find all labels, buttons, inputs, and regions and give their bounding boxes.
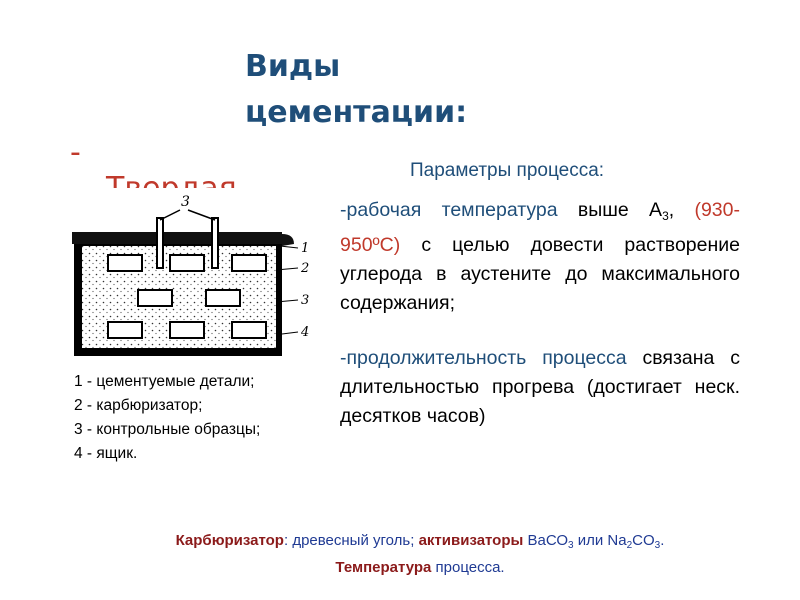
parts-group	[107, 254, 267, 339]
footer-process: процесса.	[431, 559, 505, 576]
legend-item: 3 - контрольные образцы;	[74, 421, 261, 438]
diagram-label-3: 3	[301, 293, 309, 308]
leader-top-left	[159, 209, 181, 221]
footer-baco: ВаСО	[523, 532, 569, 549]
part-3	[231, 254, 267, 272]
control-sample-right	[211, 217, 219, 269]
param-duration-text: связана с длительностью прогрева (достиг…	[340, 347, 740, 427]
leader-4	[281, 331, 299, 335]
cover-strip	[60, 188, 270, 208]
param-temp-comma: ,	[668, 199, 675, 221]
param-duration-label: -продолжительность процесса	[340, 347, 627, 369]
diagram-legend: 1 - цементуемые детали; 2 - карбюризатор…	[74, 370, 260, 466]
footer-sub-1: 3	[568, 540, 574, 551]
leader-2	[275, 267, 299, 271]
legend-item: 2 - карбюризатор;	[74, 397, 203, 414]
part-2	[169, 254, 205, 272]
parameters-heading: Параметры процесса:	[410, 160, 605, 181]
legend-item: 4 - ящик.	[74, 445, 138, 462]
part-7	[169, 321, 205, 339]
footer-sub-3: 3	[654, 540, 661, 551]
leader-top-right	[187, 209, 216, 221]
footer-carburizer: Карбюризатор	[175, 532, 284, 549]
footer-line-1: Карбюризатор: древесный уголь; активизат…	[60, 530, 780, 557]
slide-title: Виды цементации:	[245, 49, 468, 130]
param-temp-range: (930-950	[340, 199, 740, 256]
param-temp-label: -рабочая температура	[340, 199, 558, 221]
param-temp-sub: 3	[662, 209, 669, 223]
carburizing-box-diagram: 3 1 2 3 4	[72, 194, 309, 356]
footer-or-na: или Na	[573, 532, 627, 549]
footer-temperature: Температура	[335, 559, 432, 576]
param-temp-purpose: с целью довести растворение углерода в а…	[340, 234, 740, 314]
footer-sub-2: 2	[626, 540, 633, 551]
footer-charcoal: : древесный уголь;	[283, 532, 419, 549]
part-5	[205, 289, 241, 307]
cut-text-dash: -	[70, 135, 81, 170]
param-duration: -продолжительность процесса связана с дл…	[340, 344, 740, 431]
part-4	[137, 289, 173, 307]
diagram-label-2: 2	[300, 261, 309, 276]
control-sample-left	[156, 217, 164, 269]
part-6	[107, 321, 143, 339]
diagram-label-4: 4	[300, 325, 309, 340]
diagram-label-top: 3	[181, 194, 190, 210]
footer-co: CO	[632, 532, 655, 549]
leader-1	[279, 245, 299, 249]
diagram-label-1: 1	[301, 241, 309, 256]
lid-rim	[282, 234, 294, 246]
footer-period: .	[660, 532, 665, 549]
footer-line-2: Температура процесса.	[60, 557, 780, 579]
param-temperature: -рабочая температура выше А3, (930-950ºС…	[340, 196, 740, 318]
leader-3	[275, 299, 299, 303]
part-8	[231, 321, 267, 339]
part-1	[107, 254, 143, 272]
footer-activators: активизаторы	[418, 532, 524, 549]
footer-note: Карбюризатор: древесный уголь; активизат…	[60, 530, 780, 579]
legend-item: 1 - цементуемые детали;	[74, 373, 255, 390]
parameters-body: -рабочая температура выше А3, (930-950ºС…	[340, 196, 740, 431]
param-temp-above: выше А	[557, 199, 663, 221]
box-lid	[72, 232, 282, 244]
param-temp-unit: ºС)	[372, 234, 401, 256]
